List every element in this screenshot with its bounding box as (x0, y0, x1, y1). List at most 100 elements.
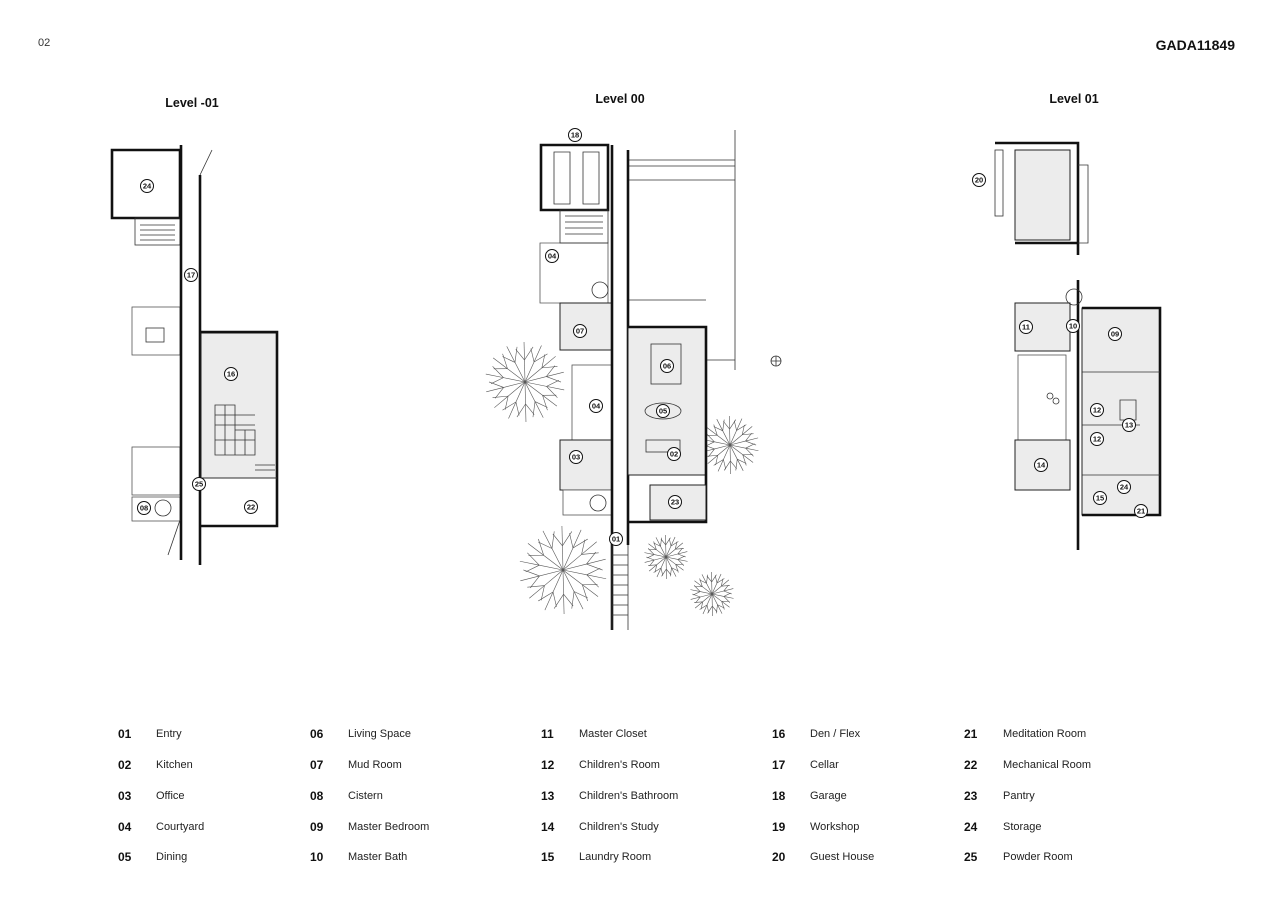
legend-label: Children's Room (579, 759, 660, 771)
legend-label: Courtyard (156, 821, 205, 833)
svg-text:01: 01 (612, 535, 620, 544)
legend-number: 01 (118, 727, 132, 741)
plan-level-00 (539, 130, 782, 630)
legend-label: Master Bedroom (348, 821, 430, 833)
room-tag: 04 (589, 399, 603, 413)
svg-text:12: 12 (1093, 435, 1101, 444)
legend-label: Cistern (348, 790, 383, 802)
room-tag: 07 (573, 324, 587, 338)
svg-text:09: 09 (1111, 330, 1119, 339)
room-tag: 11 (1019, 320, 1033, 334)
legend-label: Mud Room (348, 759, 402, 771)
living-dining-kitchen (627, 326, 707, 476)
svg-text:16: 16 (227, 370, 235, 379)
level-title-00: Level 00 (595, 92, 645, 106)
legend-number: 22 (964, 758, 978, 772)
legend-number: 21 (964, 727, 978, 741)
plan-level-01 (994, 141, 1162, 550)
svg-text:04: 04 (592, 402, 601, 411)
svg-text:13: 13 (1125, 421, 1133, 430)
kitchen-island (645, 439, 681, 453)
legend-label: Kitchen (156, 759, 193, 771)
svg-text:25: 25 (195, 480, 203, 489)
room-tag: 08 (137, 501, 151, 515)
legend-label: Pantry (1003, 790, 1035, 802)
legend-number: 19 (772, 820, 786, 834)
tree-icon (690, 571, 734, 617)
level-title-01: Level 01 (1049, 92, 1099, 106)
svg-text:08: 08 (140, 504, 148, 513)
legend-number: 07 (310, 758, 324, 772)
car (553, 151, 600, 205)
outdoor-pad (131, 446, 181, 496)
legend-number: 06 (310, 727, 324, 741)
room-tag: 03 (569, 450, 583, 464)
den-room (200, 332, 278, 479)
legend-label: Mechanical Room (1003, 759, 1092, 771)
legend-number: 12 (541, 758, 555, 772)
legend-label: Children's Bathroom (579, 790, 679, 802)
room-tag: 18 (568, 128, 582, 142)
svg-text:22: 22 (247, 503, 255, 512)
legend-label: Master Bath (348, 851, 408, 863)
legend-label: Office (156, 790, 185, 802)
room-tag: 17 (184, 268, 198, 282)
garage (539, 143, 610, 212)
plan-level-minus-01 (110, 145, 279, 565)
room-tag: 23 (668, 495, 682, 509)
legend-label: Guest House (810, 851, 875, 863)
svg-text:11: 11 (1022, 323, 1030, 332)
svg-text:20: 20 (975, 176, 983, 185)
room-tag: 04 (545, 249, 559, 263)
legend-label: Garage (810, 790, 847, 802)
legend-label: Children's Study (579, 821, 659, 833)
legend-number: 24 (964, 820, 978, 834)
mud-room (559, 302, 613, 351)
room-tag: 25 (192, 477, 206, 491)
room-tag: 21 (1134, 504, 1148, 518)
room-tag: 24 (140, 179, 154, 193)
room-tag: 14 (1034, 458, 1048, 472)
legend-number: 02 (118, 758, 132, 772)
level-title-minus-01: Level -01 (165, 96, 219, 110)
legend-label: Meditation Room (1003, 728, 1087, 740)
legend-number: 25 (964, 850, 978, 864)
room-tags: 24 17 16 25 22 08 18 04 07 04 03 06 05 0… (137, 128, 1148, 546)
dining-table (644, 402, 682, 420)
room-tag: 06 (660, 359, 674, 373)
legend-number: 23 (964, 789, 978, 803)
svg-text:06: 06 (663, 362, 671, 371)
room-tag: 22 (244, 500, 258, 514)
svg-text:15: 15 (1096, 494, 1104, 503)
legend-label: Laundry Room (579, 851, 652, 863)
legend-number: 15 (541, 850, 555, 864)
svg-text:12: 12 (1093, 406, 1101, 415)
room-tag: 13 (1122, 418, 1136, 432)
svg-text:17: 17 (187, 271, 195, 280)
legend-label: Storage (1003, 821, 1042, 833)
legend-number: 13 (541, 789, 555, 803)
sofa (650, 343, 682, 385)
tree-icon (485, 342, 565, 422)
page-number: 02 (38, 37, 51, 49)
svg-text:23: 23 (671, 498, 679, 507)
svg-text:24: 24 (143, 182, 152, 191)
svg-text:14: 14 (1037, 461, 1046, 470)
svg-text:02: 02 (670, 450, 678, 459)
svg-text:03: 03 (572, 453, 580, 462)
room-tag: 12 (1090, 403, 1104, 417)
north-arrow-icon (770, 355, 782, 367)
svg-text:04: 04 (548, 252, 557, 261)
trees (485, 342, 759, 617)
legend-number: 04 (118, 820, 132, 834)
room-tag: 20 (972, 173, 986, 187)
room-tag: 01 (609, 532, 623, 546)
room-tag: 10 (1066, 319, 1080, 333)
legend-number: 20 (772, 850, 786, 864)
legend-label: Workshop (810, 821, 860, 833)
legend-label: Entry (156, 728, 182, 740)
office-room (559, 439, 613, 491)
guest-house (1014, 149, 1071, 241)
svg-text:05: 05 (659, 407, 667, 416)
room-tag: 15 (1093, 491, 1107, 505)
